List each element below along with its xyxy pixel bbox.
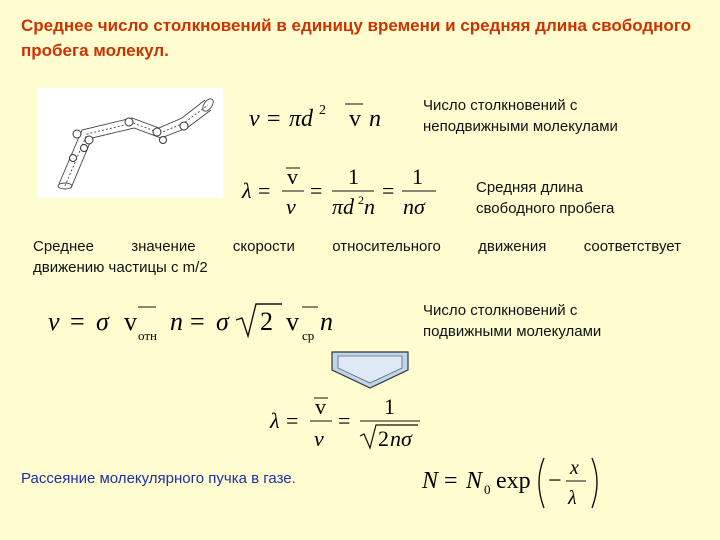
formula-mean-free-path-moving: λ = v ν = 1 2 nσ xyxy=(268,388,438,459)
svg-text:v: v xyxy=(124,307,137,336)
svg-text:0: 0 xyxy=(484,482,491,497)
svg-text:nσ: nσ xyxy=(390,426,413,451)
svg-text:=: = xyxy=(286,408,298,433)
svg-text:N: N xyxy=(465,468,484,494)
svg-text:ν: ν xyxy=(286,194,296,219)
svg-text:ν: ν xyxy=(48,307,60,336)
svg-text:=: = xyxy=(382,178,394,203)
formula-collision-frequency-moving: ν = σ v отн n = σ 2 v ср n xyxy=(46,298,376,353)
svg-text:n: n xyxy=(364,194,375,219)
caption-fixed-molecules: Число столкновений с неподвижными молеку… xyxy=(423,97,618,135)
svg-text:σ: σ xyxy=(216,307,230,336)
formula-4-svg: λ = v ν = 1 2 nσ xyxy=(269,394,420,451)
svg-text:=: = xyxy=(190,307,205,336)
svg-text:1: 1 xyxy=(348,164,359,189)
svg-text:v: v xyxy=(286,307,299,336)
svg-text:πd: πd xyxy=(289,106,314,132)
formula-mean-free-path: λ = v ν = 1 πd 2 n = 1 nσ xyxy=(240,158,460,229)
subscript-rel: отн xyxy=(138,328,157,343)
scattering-caption: Рассеяние молекулярного пучка в газе. xyxy=(21,470,296,487)
relative-velocity-line-2: движению частицы с m/2 xyxy=(33,259,208,276)
svg-text:=: = xyxy=(310,178,322,203)
svg-text:N: N xyxy=(421,468,440,494)
svg-text:n: n xyxy=(170,307,183,336)
formula-2-svg: λ = v ν = 1 πd 2 n = 1 nσ xyxy=(241,164,436,219)
svg-text:2: 2 xyxy=(319,103,326,118)
collision-cylinder-diagram xyxy=(57,98,214,190)
svg-text:v: v xyxy=(315,394,326,419)
svg-text:πd: πd xyxy=(332,194,355,219)
subscript-avg: ср xyxy=(302,328,314,343)
svg-text:v: v xyxy=(349,106,361,132)
slide-title: Среднее число столкновений в единицу вре… xyxy=(21,16,692,60)
svg-text:ν: ν xyxy=(314,426,324,451)
svg-text:ν: ν xyxy=(249,106,260,132)
svg-text:=: = xyxy=(258,178,270,203)
svg-text:1: 1 xyxy=(384,394,395,419)
svg-text:−: − xyxy=(548,468,562,494)
formula-1-svg: ν = πd 2 v n xyxy=(249,103,381,132)
svg-text:x: x xyxy=(569,457,579,479)
svg-text:=: = xyxy=(444,468,458,494)
svg-text:=: = xyxy=(70,307,85,336)
svg-text:2: 2 xyxy=(358,193,364,207)
svg-text:=: = xyxy=(267,106,281,132)
svg-text:n: n xyxy=(320,307,333,336)
down-arrow-icon xyxy=(330,350,410,395)
formula-5-svg: N = N 0 exp − x λ xyxy=(421,457,598,509)
caption-mean-free-path: Средняя длина свободного пробега xyxy=(476,179,615,217)
svg-text:λ: λ xyxy=(241,178,252,203)
svg-text:λ: λ xyxy=(269,408,280,433)
svg-text:1: 1 xyxy=(412,164,423,189)
formula-collision-frequency-fixed: ν = πd 2 v n xyxy=(245,94,405,143)
svg-text:=: = xyxy=(338,408,350,433)
relative-velocity-line-1: Среднее значение скорости относительного… xyxy=(33,238,681,255)
svg-text:v: v xyxy=(287,164,298,189)
svg-text:exp: exp xyxy=(496,468,531,494)
caption-moving-molecules: Число столкновений с подвижными молекула… xyxy=(423,302,602,340)
svg-text:nσ: nσ xyxy=(403,194,426,219)
svg-text:n: n xyxy=(369,106,381,132)
svg-text:2: 2 xyxy=(260,307,273,336)
svg-text:σ: σ xyxy=(96,307,110,336)
formula-3-svg: ν = σ v отн n = σ 2 v ср n xyxy=(48,303,333,343)
svg-text:2: 2 xyxy=(378,426,389,451)
svg-text:λ: λ xyxy=(567,487,577,509)
formula-beam-attenuation: N = N 0 exp − x λ xyxy=(420,450,610,519)
molecule-path-figure xyxy=(37,88,223,198)
